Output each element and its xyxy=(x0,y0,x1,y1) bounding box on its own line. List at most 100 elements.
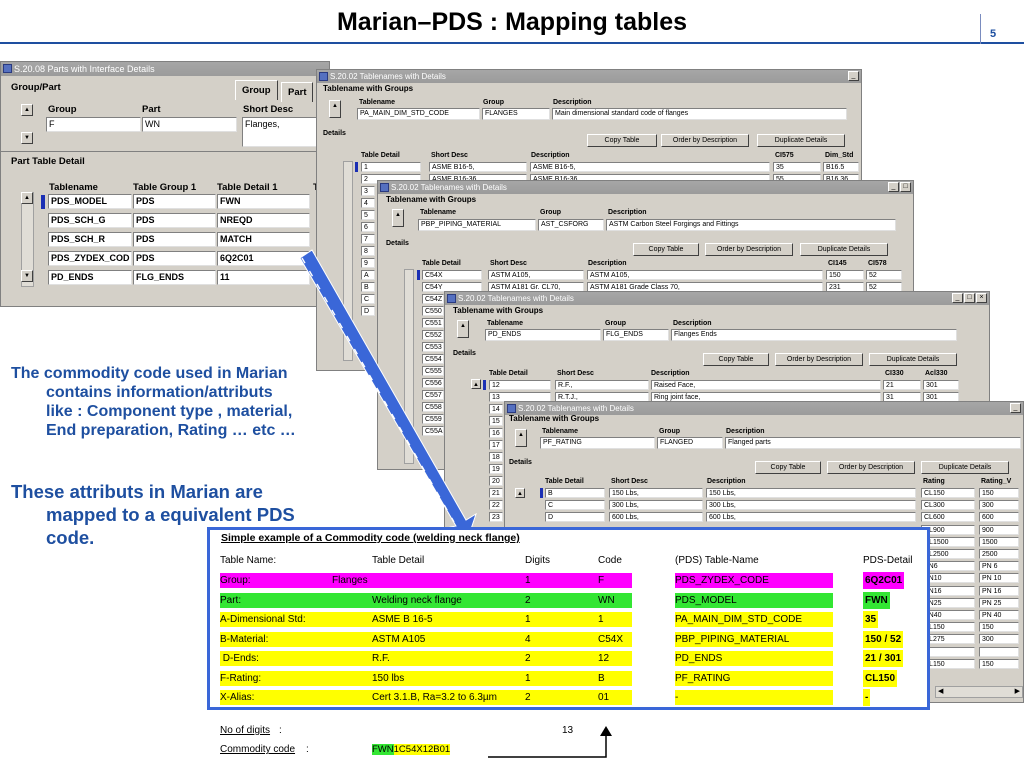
row-short-desc[interactable]: 150 Lbs, xyxy=(609,488,703,498)
rating-value-field[interactable]: 300 xyxy=(979,634,1019,645)
row-description[interactable]: 600 Lbs, xyxy=(706,512,916,522)
tab-group[interactable]: Group xyxy=(235,80,278,100)
row-detail[interactable]: C556 xyxy=(422,378,444,388)
row-detail[interactable]: A xyxy=(361,270,375,280)
copy-table-button[interactable]: Copy Table xyxy=(633,243,699,256)
rows-scrollbar[interactable] xyxy=(343,161,353,361)
rating-value-field[interactable]: 600 xyxy=(979,512,1019,523)
window-titlebar[interactable]: S.20.02 Tablenames with Details _□ xyxy=(378,181,913,194)
window-titlebar[interactable]: S.20.02 Tablenames with Details _ xyxy=(317,70,861,83)
row-detail[interactable]: FWN xyxy=(217,194,310,209)
rating-value-field[interactable]: 2500 xyxy=(979,549,1019,559)
row-detail[interactable]: 1 xyxy=(361,162,421,172)
row-detail[interactable]: C551 xyxy=(422,318,444,328)
row-detail[interactable]: 19 xyxy=(489,464,503,474)
nav-updown-icon[interactable]: ▲ xyxy=(392,209,404,227)
row-detail[interactable]: 16 xyxy=(489,428,503,438)
row-detail[interactable]: C54Z xyxy=(422,294,444,304)
row-detail[interactable]: 3 xyxy=(361,186,375,196)
rating-value-field[interactable] xyxy=(979,646,1019,657)
scroll-up-icon[interactable]: ▲ xyxy=(471,379,481,389)
row-detail[interactable]: C557 xyxy=(422,390,444,400)
order-by-description-button[interactable]: Order by Description xyxy=(705,243,793,256)
row-detail[interactable]: C xyxy=(545,500,605,510)
tablename-field[interactable]: PD_ENDS xyxy=(485,329,601,341)
rating-field[interactable]: CL600 xyxy=(921,512,975,523)
description-field[interactable]: Flanges Ends xyxy=(671,329,957,341)
row-tablename[interactable]: PDS_ZYDEX_COD xyxy=(48,251,132,266)
row-detail[interactable]: C552 xyxy=(422,330,444,340)
row-detail[interactable]: C553 xyxy=(422,342,444,352)
row-description[interactable]: ASME B16-5, xyxy=(530,162,770,172)
scroll-up-icon[interactable]: ▲ xyxy=(515,488,525,498)
rating-value-field[interactable]: 150 xyxy=(979,658,1019,669)
row-detail[interactable]: B xyxy=(361,282,375,292)
row-detail[interactable]: 18 xyxy=(489,452,503,462)
row-short-desc[interactable]: R.F., xyxy=(555,380,649,390)
scroll-right-icon[interactable]: ▶ xyxy=(1014,688,1020,695)
tablename-field[interactable]: PA_MAIN_DIM_STD_CODE xyxy=(357,108,480,120)
window-titlebar[interactable]: S.20.02 Tablenames with Details _ xyxy=(505,402,1023,415)
minimize-icon[interactable]: _ xyxy=(952,293,963,303)
scroll-left-icon[interactable]: ◀ xyxy=(938,688,944,695)
tablename-field[interactable]: PF_RATING xyxy=(540,437,655,449)
row-detail[interactable]: C550 xyxy=(422,306,444,316)
description-field[interactable]: Flanged parts xyxy=(725,437,1021,449)
row-detail[interactable]: 17 xyxy=(489,440,503,450)
order-by-description-button[interactable]: Order by Description xyxy=(827,461,915,474)
copy-table-button[interactable]: Copy Table xyxy=(587,134,657,147)
order-by-description-button[interactable]: Order by Description xyxy=(661,134,749,147)
row-ci575[interactable]: 35 xyxy=(773,162,821,172)
rating-value-field[interactable]: PN 25 xyxy=(979,597,1019,608)
rows-down-icon[interactable]: ▼ xyxy=(21,270,33,282)
nav-updown-icon[interactable]: ▲ xyxy=(515,429,527,447)
row-description[interactable]: 300 Lbs, xyxy=(706,500,916,510)
maximize-icon[interactable]: □ xyxy=(900,182,911,192)
row-short-desc[interactable]: ASTM A105, xyxy=(488,270,584,280)
rating-value-field[interactable]: 150 xyxy=(979,622,1019,633)
row-tablename[interactable]: PDS_SCH_R xyxy=(48,232,132,247)
row-detail[interactable]: D xyxy=(361,306,375,316)
rating-field[interactable]: CL300 xyxy=(921,500,975,511)
rating-value-field[interactable]: 300 xyxy=(979,500,1019,511)
row-detail[interactable]: C xyxy=(361,294,375,304)
row-dim-std[interactable]: B16.5 xyxy=(823,162,859,172)
rating-field[interactable]: CL150 xyxy=(921,488,975,498)
row-short-desc[interactable]: ASME B16-5, xyxy=(429,162,527,172)
rating-value-field[interactable]: PN 6 xyxy=(979,561,1019,572)
tablename-field[interactable]: PBP_PIPING_MATERIAL xyxy=(418,219,536,231)
row-detail[interactable]: 9 xyxy=(361,258,375,268)
row-detail[interactable]: 4 xyxy=(361,198,375,208)
copy-table-button[interactable]: Copy Table xyxy=(703,353,769,366)
group-field[interactable]: FLANGES xyxy=(482,108,550,120)
window-titlebar[interactable]: S.20.02 Tablenames with Details _□× xyxy=(445,292,989,305)
row-group[interactable]: PDS xyxy=(133,194,216,209)
row-group[interactable]: FLG_ENDS xyxy=(133,270,216,285)
duplicate-details-button[interactable]: Duplicate Details xyxy=(869,353,957,366)
row-detail[interactable]: 22 xyxy=(489,500,503,510)
row-detail[interactable]: 5 xyxy=(361,210,375,220)
duplicate-details-button[interactable]: Duplicate Details xyxy=(921,461,1009,474)
minimize-icon[interactable]: _ xyxy=(888,182,899,192)
row-short-desc[interactable]: 600 Lbs, xyxy=(609,512,703,522)
row-detail[interactable]: 14 xyxy=(489,404,503,414)
row-tablename[interactable]: PD_ENDS xyxy=(48,270,132,285)
rows-scrollbar[interactable] xyxy=(404,269,414,464)
close-icon[interactable]: × xyxy=(976,293,987,303)
row-detail[interactable]: 21 xyxy=(489,488,503,498)
row-acl330[interactable]: 301 xyxy=(923,380,959,390)
row-detail[interactable]: C559 xyxy=(422,414,444,424)
rating-value-field[interactable]: 150 xyxy=(979,488,1019,498)
row-ci330[interactable]: 21 xyxy=(883,380,921,390)
duplicate-details-button[interactable]: Duplicate Details xyxy=(800,243,888,256)
row-detail[interactable]: C54X xyxy=(422,270,482,280)
row-detail[interactable]: C554 xyxy=(422,354,444,364)
row-detail[interactable]: 23 xyxy=(489,512,503,522)
description-field[interactable]: Main dimensional standard code of flange… xyxy=(552,108,847,120)
row-detail[interactable]: C555 xyxy=(422,366,444,376)
minimize-icon[interactable]: _ xyxy=(848,71,859,81)
row-detail[interactable]: 12 xyxy=(489,380,551,390)
order-by-description-button[interactable]: Order by Description xyxy=(775,353,863,366)
group-field[interactable]: F xyxy=(46,117,141,132)
row-detail[interactable]: 7 xyxy=(361,234,375,244)
